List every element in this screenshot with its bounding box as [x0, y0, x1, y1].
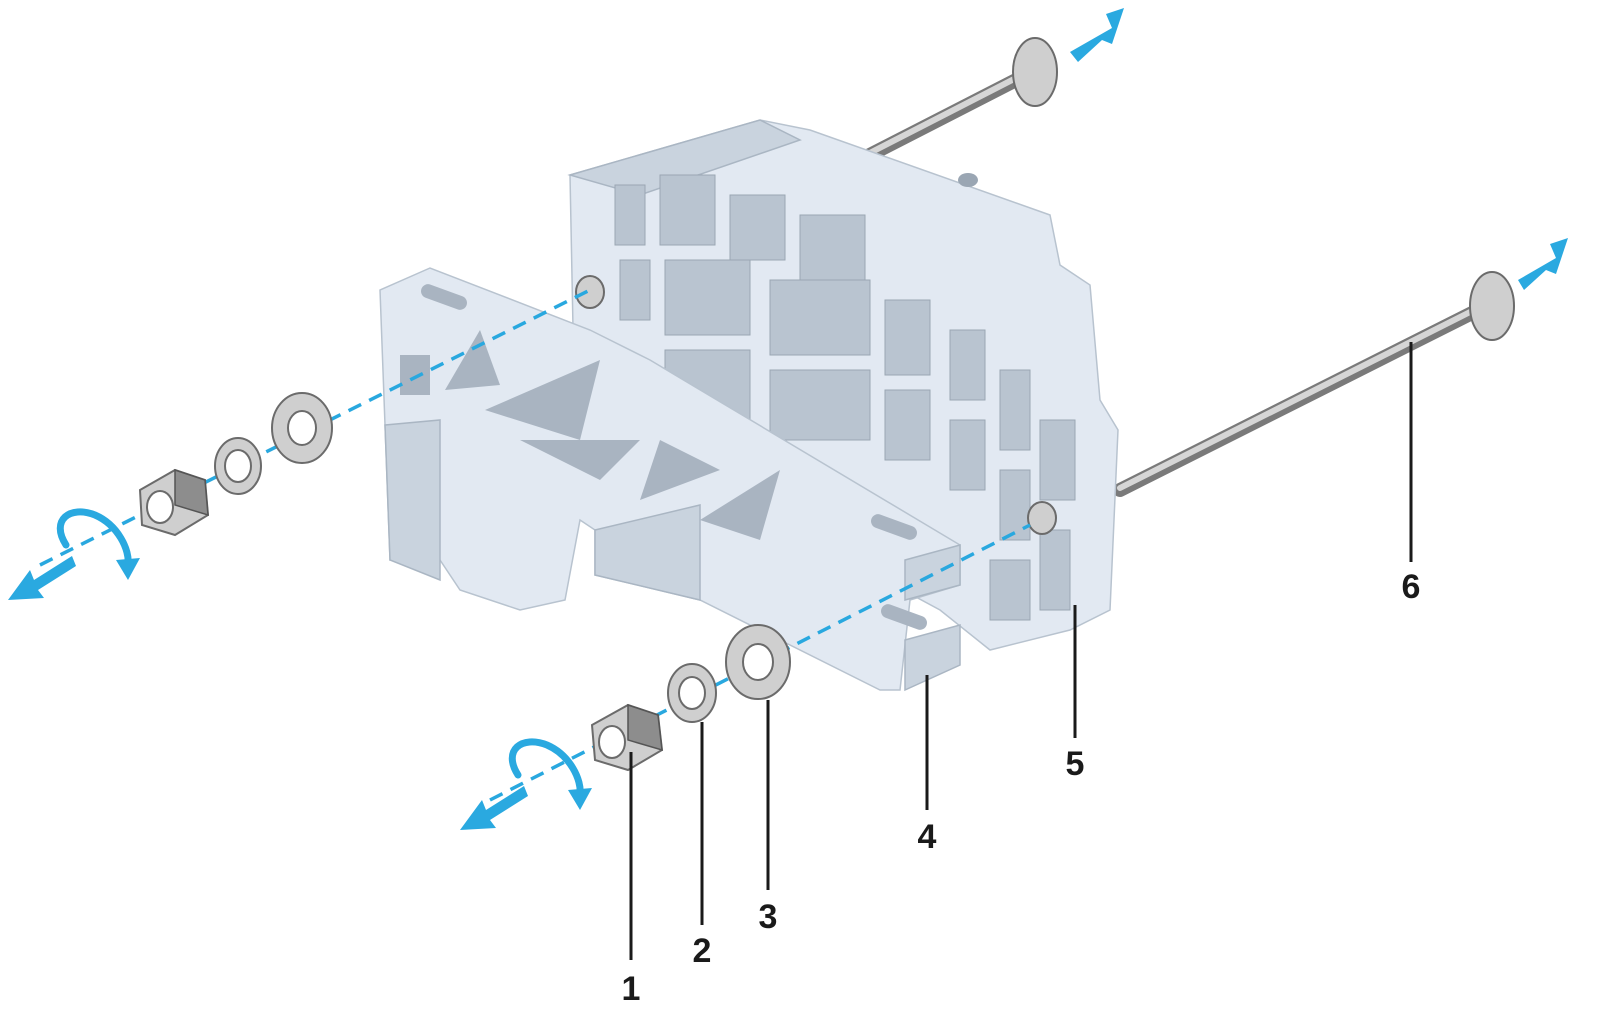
nut-upper: [138, 468, 210, 537]
lock-washer-upper: [214, 437, 262, 495]
rod-lower: [1113, 271, 1515, 497]
rod-upper: [853, 37, 1058, 167]
upper-hardware: [138, 392, 333, 537]
terminal-end-bracket-shape: [567, 119, 1119, 651]
rotate-arrow-icon: [56, 508, 140, 580]
callout-label-6: 6: [1402, 568, 1421, 606]
flat-washer-upper: [271, 392, 333, 464]
rod-upper-head: [1012, 37, 1058, 107]
lock-washer-lower: [667, 663, 717, 723]
push-arrow-icon: [460, 786, 528, 830]
rod-lower-head: [1469, 271, 1515, 341]
foot-support-shape: [379, 267, 961, 692]
nut-lower: [590, 703, 664, 772]
callout-label-2: 2: [693, 932, 712, 970]
push-arrow-icon: [1070, 8, 1124, 62]
callout-label-5: 5: [1066, 745, 1085, 783]
rotate-arrow-icon: [508, 738, 592, 810]
callout-label-3: 3: [759, 898, 778, 936]
callout-label-1: 1: [622, 970, 641, 1008]
lower-hardware: [590, 624, 791, 772]
callout-label-4: 4: [918, 818, 937, 856]
push-arrow-icon: [1518, 238, 1568, 290]
push-arrow-icon: [8, 556, 76, 600]
flat-washer-lower: [725, 624, 791, 700]
